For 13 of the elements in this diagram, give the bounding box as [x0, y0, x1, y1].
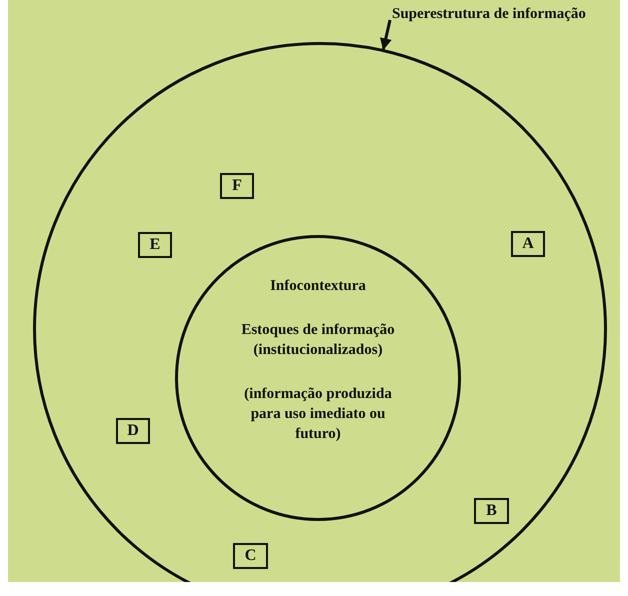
ring-heading: Infocontextura	[269, 277, 367, 296]
ring	[33, 42, 607, 582]
letter-box: C	[233, 543, 268, 569]
ring-note: (informação produzida para uso imediato ou futuro)	[243, 385, 393, 444]
callout-label: Superestrutura de informação	[392, 6, 586, 23]
letter-box: A	[511, 231, 545, 257]
ring	[175, 235, 461, 521]
letter-box: D	[116, 418, 150, 444]
ring-text: Estoques de informação (institucionalizados)	[240, 321, 396, 360]
letter-box: F	[220, 173, 254, 199]
arrow	[380, 20, 392, 50]
letter-box: B	[474, 498, 509, 524]
letter-box: E	[138, 232, 172, 258]
